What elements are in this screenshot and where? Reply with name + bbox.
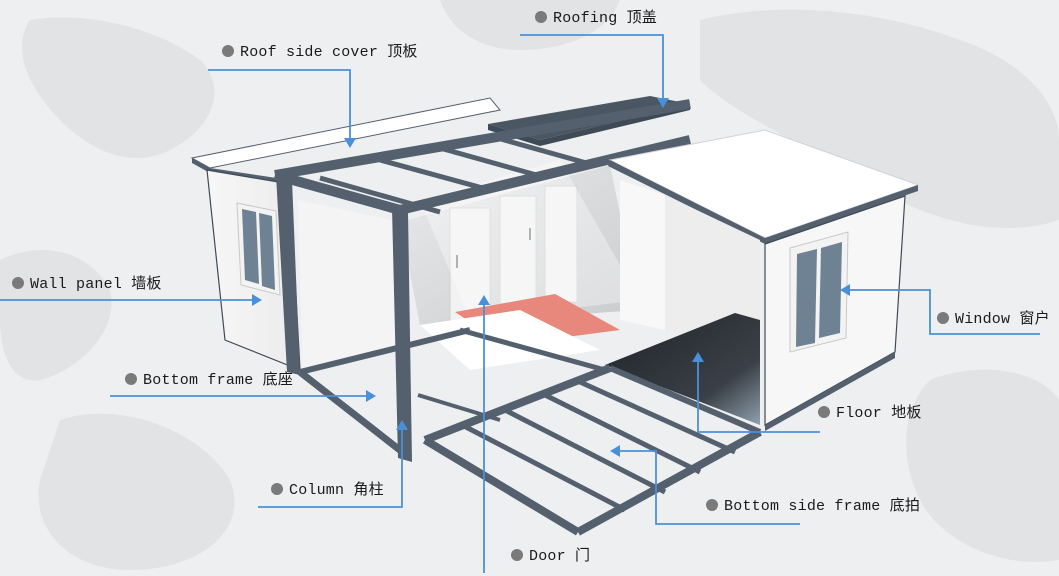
bullet-dot-icon (706, 498, 718, 511)
right-module (605, 129, 920, 431)
label-column: Column 角柱 (271, 478, 384, 499)
leader-arrowheads (252, 98, 850, 457)
right-window (789, 231, 849, 353)
label-bottom-side-frame-text: Bottom side frame 底拍 (724, 498, 921, 515)
label-column-text: Column 角柱 (289, 482, 384, 499)
label-roof-side-cover: Roof side cover 顶板 (222, 40, 418, 61)
bullet-dot-icon (271, 482, 283, 495)
left-module (190, 97, 501, 372)
label-roofing-text: Roofing 顶盖 (553, 10, 658, 27)
label-roof-side-cover-text: Roof side cover 顶板 (240, 44, 418, 61)
left-window (236, 202, 281, 296)
label-door-text: Door 门 (529, 548, 591, 565)
bullet-dot-icon (535, 10, 547, 23)
label-floor-text: Floor 地板 (836, 405, 922, 422)
label-roofing: Roofing 顶盖 (535, 6, 657, 27)
center-interior (400, 160, 640, 370)
label-bottom-side-frame: Bottom side frame 底拍 (706, 494, 920, 515)
label-floor: Floor 地板 (818, 401, 922, 422)
bottom-frame (297, 327, 471, 461)
label-door: Door 门 (511, 544, 590, 565)
bullet-dot-icon (125, 372, 137, 385)
floor-panel (605, 313, 760, 425)
bullet-dot-icon (12, 276, 24, 289)
top-frame (273, 99, 692, 215)
leader-lines (0, 34, 1040, 573)
bullet-dot-icon (511, 548, 523, 561)
bullet-dot-icon (818, 405, 830, 418)
label-window-text: Window 窗户 (955, 311, 1050, 328)
label-bottom-frame: Bottom frame 底座 (125, 368, 293, 389)
label-window: Window 窗户 (937, 307, 1050, 328)
bullet-dot-icon (937, 311, 949, 324)
bullet-dot-icon (222, 44, 234, 57)
label-bottom-frame-text: Bottom frame 底座 (143, 372, 294, 389)
label-wall-panel: Wall panel 墙板 (12, 272, 162, 293)
columns (276, 175, 412, 462)
label-wall-panel-text: Wall panel 墙板 (30, 276, 162, 293)
